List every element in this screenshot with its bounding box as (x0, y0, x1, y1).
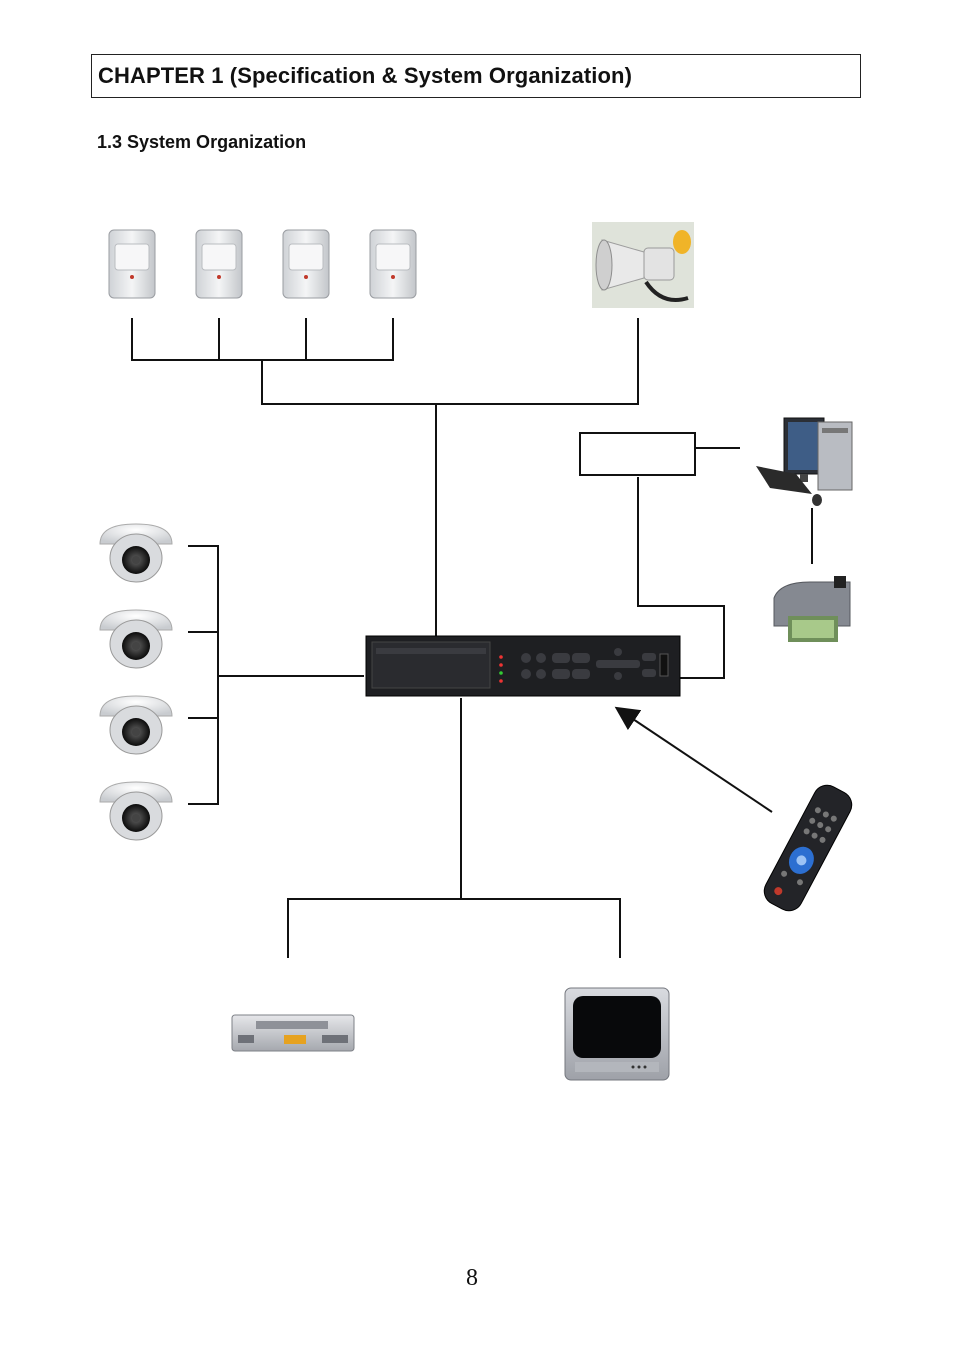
dome-camera-icon (99, 781, 173, 841)
siren-icon (592, 222, 694, 308)
tv-monitor-icon (564, 987, 670, 1081)
printer-icon (773, 576, 851, 642)
pir-sensor-icon (195, 229, 243, 299)
chapter-header-box: CHAPTER 1 (Specification & System Organi… (91, 54, 861, 98)
remote-control-icon (763, 784, 853, 912)
pir-sensor-icon (282, 229, 330, 299)
connector-lines (131, 318, 813, 958)
page-number: 8 (466, 1265, 478, 1291)
pir-sensor-icon (369, 229, 417, 299)
chapter-title: CHAPTER 1 (Specification & System Organi… (98, 63, 633, 88)
dvr-icon (365, 635, 681, 697)
pir-sensor-icon (108, 229, 156, 299)
dome-camera-icon (99, 609, 173, 669)
dome-camera-icon (99, 523, 173, 583)
dome-camera-icon (99, 695, 173, 755)
remote-arrow (614, 706, 773, 813)
vcr-icon (231, 1014, 355, 1052)
network-box (579, 432, 696, 476)
computer-icon (756, 417, 853, 506)
section-title: 1.3 System Organization (97, 132, 307, 152)
